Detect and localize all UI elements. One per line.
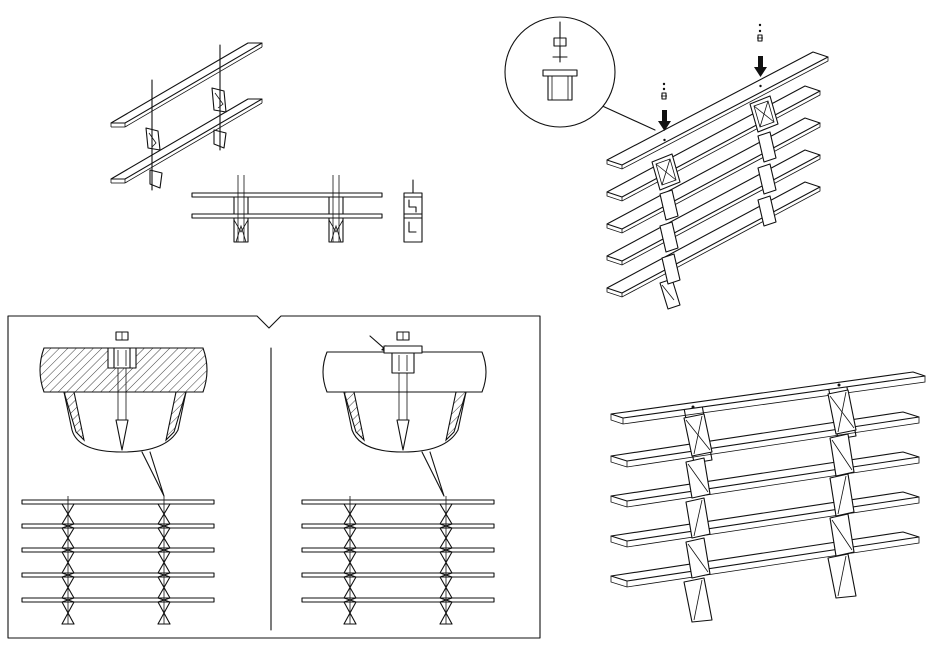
shelf-board-upper	[111, 43, 262, 127]
shelf-stack-front-left	[22, 496, 214, 624]
detail-after-tighten	[323, 332, 486, 496]
step-pair-exploded	[111, 43, 262, 190]
dowel-detail-callout	[505, 17, 655, 130]
pair-front-view	[192, 175, 382, 242]
dowel-left	[661, 83, 667, 99]
front-view-bracket-left	[234, 175, 248, 242]
pair-side-view	[404, 180, 422, 242]
step-tighten-screws	[8, 316, 540, 638]
step-insert-dowels	[505, 17, 828, 309]
dowel-right	[757, 24, 763, 41]
step-assembled-shelf	[611, 372, 925, 622]
detail-before-tighten	[40, 332, 207, 496]
front-view-bracket-right	[329, 175, 343, 242]
assembled-shelf-5	[611, 532, 919, 587]
stacked-shelf-1	[607, 52, 828, 169]
shelf-stack-front-right	[302, 496, 494, 624]
assembled-leg-right	[828, 390, 856, 598]
